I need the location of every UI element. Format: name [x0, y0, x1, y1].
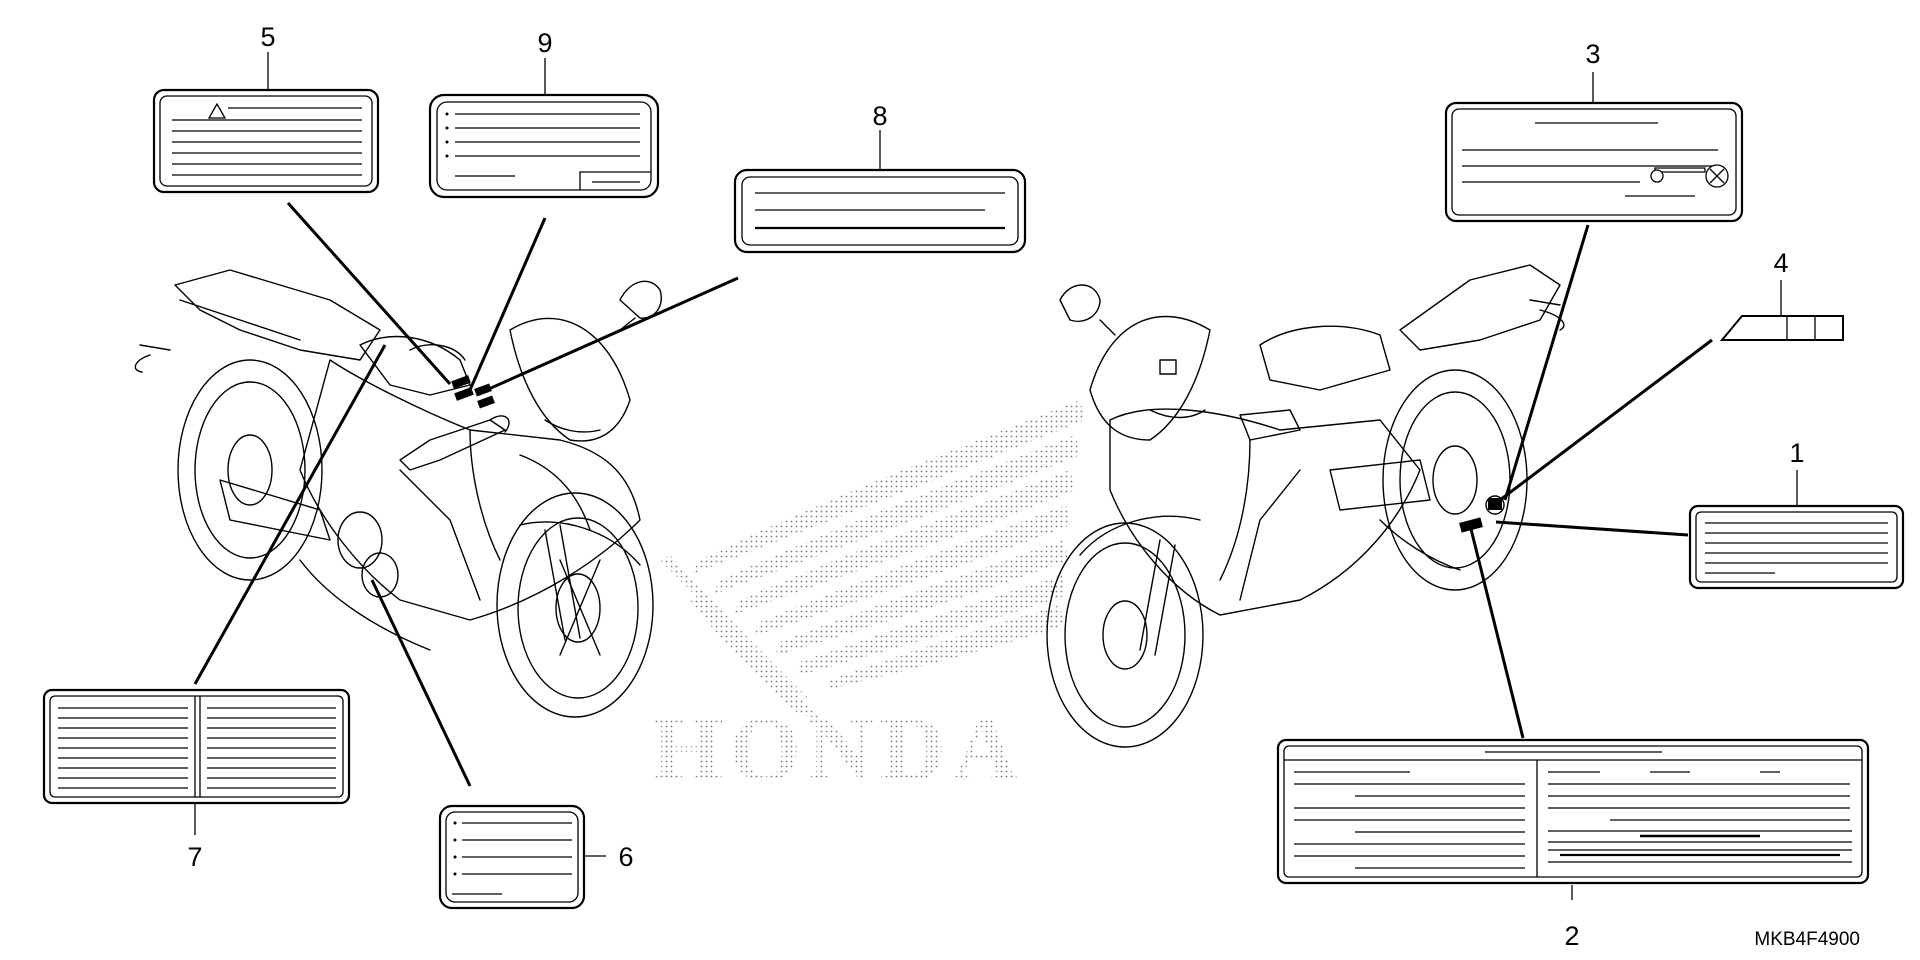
label-1: 1: [1688, 438, 1905, 590]
leader-lines: [193, 201, 1713, 787]
label-7-right-lines: [207, 707, 336, 789]
warning-triangle-icon: [207, 102, 227, 119]
label-6: 6: [438, 804, 634, 910]
callout-number-1: 1: [1789, 438, 1804, 468]
label-7: 7: [42, 688, 351, 872]
callout-number-9: 9: [537, 28, 552, 58]
callout-number-4: 4: [1773, 248, 1788, 278]
motorcycle-right-view: [1046, 264, 1565, 748]
callout-number-8: 8: [872, 101, 887, 131]
callout-number-5: 5: [260, 22, 275, 52]
honda-wing-logo: HONDA: [652, 400, 1085, 800]
callout-number-6: 6: [618, 842, 633, 872]
callout-number-3: 3: [1585, 39, 1600, 69]
label-9: 9: [428, 28, 660, 199]
label-8: 8: [733, 101, 1027, 254]
tire-gauge-icon: [1650, 169, 1664, 183]
honda-logo-text: HONDA: [652, 698, 1024, 800]
callout-number-7: 7: [187, 842, 202, 872]
label-3-tire-information: 3: [1444, 39, 1744, 223]
part-code: MKB4F4900: [1754, 929, 1860, 950]
callout-number-2: 2: [1564, 921, 1579, 951]
label-5-safety-warning: 5: [152, 22, 380, 194]
motorcycle-left-view: [134, 269, 662, 718]
label-2-specification: 2: [1276, 738, 1870, 951]
label-4: 4: [1719, 248, 1844, 341]
label-7-left-lines: [58, 707, 188, 789]
